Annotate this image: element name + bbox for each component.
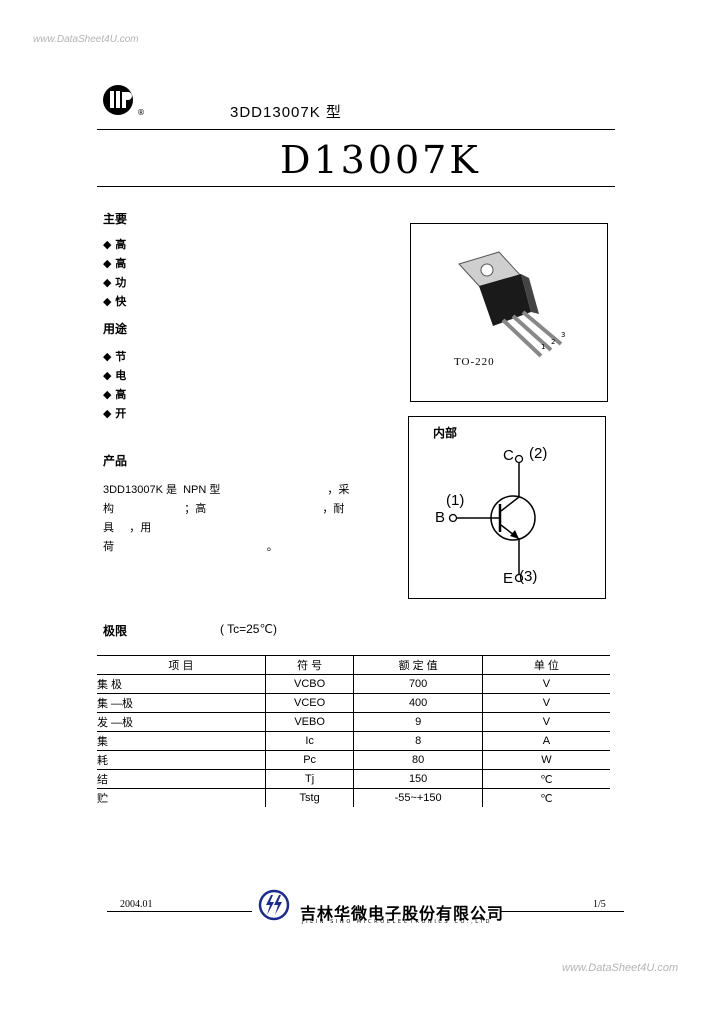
param-symbol: Ic <box>264 731 354 751</box>
footer-rule-left <box>107 911 252 912</box>
table-row: 集 Ic 8 A <box>97 731 610 751</box>
param-unit: A <box>481 731 610 751</box>
column-header: 额 定 值 <box>353 655 483 675</box>
emitter-pin-label: (3) <box>519 568 538 585</box>
collector-label: C <box>503 447 514 464</box>
transistor-symbol <box>448 454 536 583</box>
param-symbol: VCEO <box>264 693 354 713</box>
param-value: -55~+150 <box>353 788 483 807</box>
feature-item: ◆ 功 <box>103 276 127 289</box>
table-row: 集 —极 VCEO 400 V <box>97 693 610 713</box>
pin-label: 3 <box>561 331 566 339</box>
description-line: 3DD13007K 是 NPN 型 ，采 <box>103 484 350 496</box>
param-symbol: VEBO <box>264 712 354 732</box>
description-line: 荷 。 <box>103 541 278 553</box>
description-line: 具 ，用 <box>103 522 152 534</box>
base-pin-label: (1) <box>446 492 465 509</box>
footer-page-number: 1/5 <box>593 899 606 910</box>
param-symbol: Tstg <box>264 788 354 807</box>
param-value: 400 <box>353 693 483 713</box>
param-value: 8 <box>353 731 483 751</box>
param-value: 9 <box>353 712 483 732</box>
param-unit: V <box>481 693 610 713</box>
emitter-label: E <box>503 570 514 587</box>
param-symbol: Pc <box>264 750 354 770</box>
applications-heading: 用途 <box>103 322 128 336</box>
param-unit: V <box>481 674 610 694</box>
watermark-bottom: www.DataSheet4U.com <box>562 962 679 974</box>
param-name: 贮 <box>97 793 108 805</box>
param-unit: V <box>481 712 610 732</box>
watermark-top: www.DataSheet4U.com <box>33 34 139 45</box>
application-item: ◆ 节 <box>103 350 127 363</box>
to220-package-image <box>458 251 563 358</box>
company-logo-footer <box>258 889 290 921</box>
param-value: 150 <box>353 769 483 789</box>
circuit-heading: 内部 <box>433 426 458 440</box>
pin-label: 1 <box>541 343 546 351</box>
company-name-cn: 吉林华微电子股份有限公司 <box>300 904 505 923</box>
param-unit: ℃ <box>481 788 610 807</box>
column-header: 单 位 <box>481 655 610 675</box>
header-rule <box>97 129 615 130</box>
footer-date: 2004.01 <box>120 899 153 910</box>
table-header-row: 项 目 符 号 额 定 值 单 位 <box>97 655 610 675</box>
feature-item: ◆ 高 <box>103 257 127 270</box>
param-name: 集 极 <box>97 674 266 694</box>
page-title: D13007K <box>280 138 481 182</box>
pin-label: 2 <box>551 338 556 346</box>
param-name: 集 <box>97 731 266 751</box>
table-row: 耗 Pc 80 W <box>97 750 610 770</box>
table-row: 集 极 VCBO 700 V <box>97 674 610 694</box>
table-row: 贮 Tstg -55~+150 ℃ <box>97 788 610 807</box>
param-symbol: Tj <box>264 769 354 789</box>
company-logo <box>102 84 136 116</box>
param-name: 发 —极 <box>97 712 266 732</box>
param-symbol: VCBO <box>264 674 354 694</box>
param-name: 耗 <box>97 750 266 770</box>
collector-pin-label: (2) <box>529 445 548 462</box>
package-box: 1 2 3 TO-220 <box>410 223 608 402</box>
param-value: 80 <box>353 750 483 770</box>
param-unit: ℃ <box>481 769 610 789</box>
application-item: ◆ 开 <box>103 407 127 420</box>
ratings-table: 项 目 符 号 额 定 值 单 位 集 极 VCBO 700 V 集 —极 VC… <box>97 655 610 807</box>
param-name: 集 —极 <box>97 693 266 713</box>
column-header: 符 号 <box>264 655 354 675</box>
registered-mark: ® <box>137 108 145 117</box>
ratings-heading: 极限 <box>103 624 128 638</box>
description-heading: 产品 <box>103 454 128 468</box>
header-subtitle: 3DD13007K 型 <box>230 104 342 121</box>
table-row: 发 —极 VEBO 9 V <box>97 712 610 732</box>
description-line: 构 ；高 ，耐 <box>103 503 345 515</box>
param-value: 700 <box>353 674 483 694</box>
circuit-box: 内部 C (2) (1) B E (3) <box>408 416 606 599</box>
package-label: TO-220 <box>454 356 495 368</box>
ratings-condition: ( Tc=25℃) <box>220 622 277 636</box>
param-name: 结 <box>97 769 266 789</box>
company-name-en: JILIN SINO MICROELECTRONICS CO.,LTD <box>302 919 493 925</box>
column-header: 项 目 <box>97 655 266 675</box>
feature-item: ◆ 快 <box>103 295 127 308</box>
application-item: ◆ 电 <box>103 369 127 382</box>
application-item: ◆ 高 <box>103 388 127 401</box>
base-label: B <box>435 509 446 526</box>
title-rule <box>97 186 615 187</box>
footer-rule-right <box>500 911 624 912</box>
features-heading: 主要 <box>103 212 128 226</box>
param-unit: W <box>481 750 610 770</box>
feature-item: ◆ 高 <box>103 238 127 251</box>
table-row: 结 Tj 150 ℃ <box>97 769 610 789</box>
